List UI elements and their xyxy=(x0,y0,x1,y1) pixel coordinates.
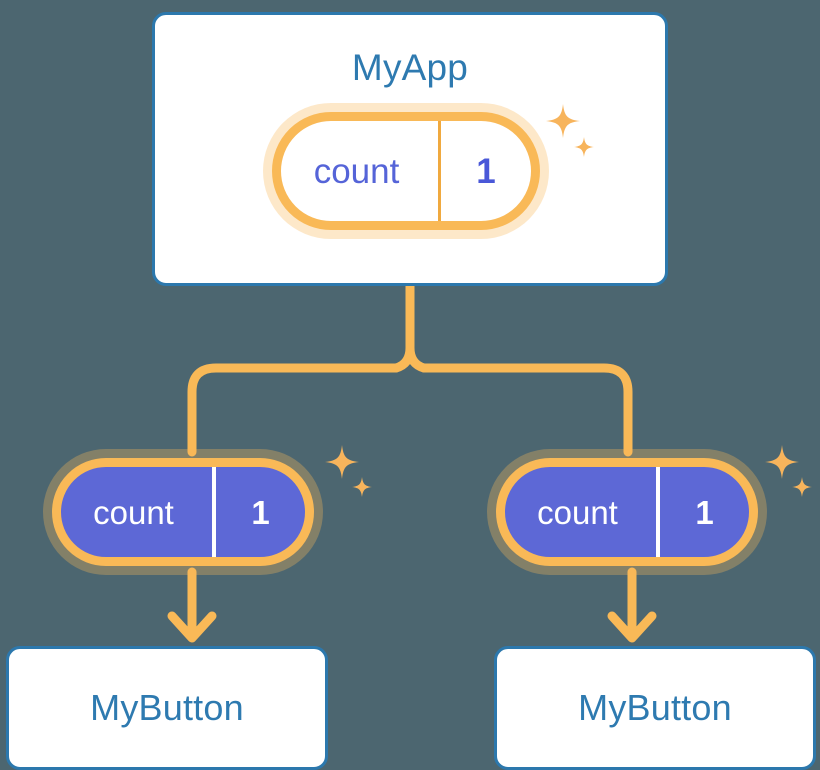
leaf-component-card-left[interactable]: MyButton xyxy=(6,646,328,770)
page-title: MyApp xyxy=(351,47,469,88)
state-pill-value: 1 xyxy=(695,493,714,531)
state-pill-body: count 1 xyxy=(272,112,540,230)
state-pill-key: count xyxy=(505,467,660,557)
state-pill-key: count xyxy=(281,121,441,221)
connector-branch-right xyxy=(419,363,633,457)
state-pill-value: 1 xyxy=(476,151,496,191)
arrow-down-icon-right xyxy=(607,611,657,643)
four-point-star-icon xyxy=(760,443,820,505)
leaf-component-title: MyButton xyxy=(578,687,732,728)
state-pill-left[interactable]: count 1 xyxy=(52,458,314,566)
state-pill-key: count xyxy=(61,467,216,557)
arrow-down-icon-left xyxy=(167,611,217,643)
leaf-component-card-right[interactable]: MyButton xyxy=(494,646,816,770)
connector-split-left-foot xyxy=(391,343,415,373)
state-pill-right[interactable]: count 1 xyxy=(496,458,758,566)
state-pill-value: 1 xyxy=(251,493,270,531)
state-pill-root[interactable]: count 1 xyxy=(272,112,540,230)
connector-branch-left xyxy=(187,363,401,457)
state-pill-body: count 1 xyxy=(52,458,314,566)
state-pill-body: count 1 xyxy=(496,458,758,566)
four-point-star-icon xyxy=(320,443,382,505)
leaf-component-title: MyButton xyxy=(90,687,244,728)
connector-split-right-foot xyxy=(405,343,429,373)
